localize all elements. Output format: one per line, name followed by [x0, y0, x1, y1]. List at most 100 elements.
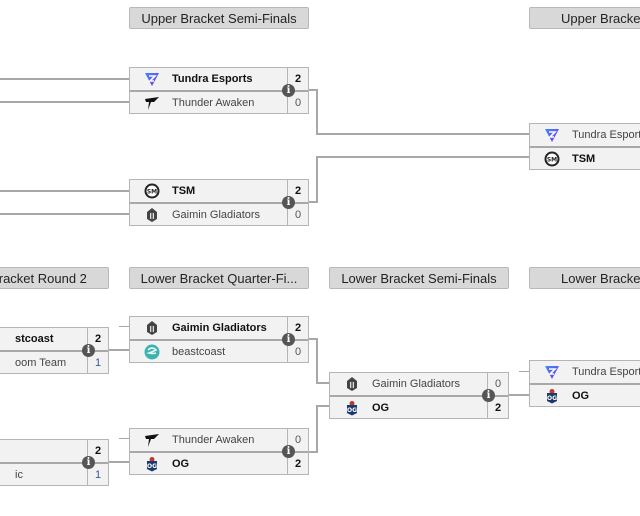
- tundra-logo-icon: [144, 71, 160, 87]
- connector-line: [0, 190, 130, 192]
- team-name: Thunder Awaken: [172, 434, 255, 446]
- round-header-ub-semis: Upper Bracket Semi-Finals: [129, 7, 309, 29]
- svg-text:OG: OG: [347, 407, 357, 414]
- gaimin-logo-icon: [344, 376, 360, 392]
- connector-line: [0, 213, 130, 215]
- team-score: 1: [87, 464, 108, 485]
- match-info-icon[interactable]: i: [482, 389, 495, 402]
- team-row[interactable]: OG OG: [530, 383, 640, 406]
- team-score: 2: [87, 440, 108, 462]
- connector-line: [316, 405, 330, 407]
- svg-text:OG: OG: [147, 463, 157, 470]
- tsm-logo-icon: SM: [544, 151, 560, 167]
- team-score: 2: [287, 180, 308, 202]
- team-name: stcoast: [15, 333, 54, 345]
- connector-line: [316, 156, 318, 203]
- team-name: OG: [172, 457, 190, 470]
- match-ub-semi-1[interactable]: Tundra Esports 2 Thunder Awaken 0 i: [129, 67, 309, 114]
- team-name: Gaimin Gladiators: [172, 322, 267, 334]
- team-name: TSM: [172, 185, 196, 197]
- team-score: 0: [287, 204, 308, 225]
- round-header-lb-round2: Lower Bracket Round 2: [0, 267, 109, 289]
- team-score: 2: [87, 328, 108, 350]
- match-lb-r2-1[interactable]: stcoast 2 oom Team 1 i: [0, 327, 109, 374]
- team-row[interactable]: Tundra Esports: [530, 361, 640, 383]
- connector-line: [316, 133, 530, 135]
- team-row[interactable]: Gaimin Gladiators 0: [330, 373, 508, 395]
- team-row[interactable]: Tundra Esports: [530, 124, 640, 146]
- team-score: 2: [287, 317, 308, 339]
- match-info-icon[interactable]: i: [82, 456, 95, 469]
- team-row[interactable]: Tundra Esports 2: [130, 68, 308, 90]
- round-header-lb-quarters: Lower Bracket Quarter-Fi...: [129, 267, 309, 289]
- tundra-logo-icon: [544, 127, 560, 143]
- team-row[interactable]: Thunder Awaken 0: [130, 90, 308, 113]
- team-score: 1: [87, 352, 108, 373]
- match-info-icon[interactable]: i: [282, 445, 295, 458]
- team-row[interactable]: Gaimin Gladiators 2: [130, 317, 308, 339]
- connector-line: [119, 438, 130, 439]
- connector-line: [488, 394, 530, 396]
- match-ub-semi-2[interactable]: SM TSM 2 Gaimin Gladiators 0 i: [129, 179, 309, 226]
- team-name: OG: [572, 389, 590, 402]
- team-row[interactable]: oom Team 1: [0, 350, 108, 373]
- team-name: Tundra Esports: [172, 73, 253, 85]
- match-lb-r2-2[interactable]: 2 ic 1 i: [0, 439, 109, 486]
- connector-line: [316, 338, 318, 384]
- team-row[interactable]: OG OG 2: [130, 451, 308, 474]
- og-logo-icon: OG: [544, 388, 560, 404]
- team-row[interactable]: ic 1: [0, 462, 108, 485]
- connector-line: [519, 371, 530, 372]
- team-name: ic: [15, 468, 23, 481]
- match-info-icon[interactable]: i: [282, 333, 295, 346]
- connector-line: [119, 326, 130, 327]
- team-row[interactable]: stcoast 2: [0, 328, 108, 350]
- thunder-awaken-logo-icon: [144, 432, 160, 448]
- gaimin-logo-icon: [144, 320, 160, 336]
- tsm-logo-icon: SM: [144, 183, 160, 199]
- match-lb-semi[interactable]: Gaimin Gladiators 0 OG OG 2 i: [329, 372, 509, 419]
- team-row[interactable]: beastcoast 0: [130, 339, 308, 362]
- match-info-icon[interactable]: i: [282, 196, 295, 209]
- svg-text:SM: SM: [547, 156, 557, 163]
- match-lb-qf-2[interactable]: Thunder Awaken 0 OG OG 2 i: [129, 428, 309, 475]
- team-name: beastcoast: [172, 345, 226, 358]
- thunder-awaken-logo-icon: [144, 95, 160, 111]
- connector-line: [316, 156, 530, 158]
- connector-line: [316, 89, 318, 135]
- team-score: 0: [287, 92, 308, 113]
- match-info-icon[interactable]: i: [82, 344, 95, 357]
- tundra-logo-icon: [544, 364, 560, 380]
- beastcoast-logo-icon: [144, 344, 160, 360]
- team-name: Tundra Esports: [572, 366, 640, 378]
- team-name: Tundra Esports: [572, 129, 640, 141]
- team-score: 0: [287, 429, 308, 451]
- round-header-lb-semis: Lower Bracket Semi-Finals: [329, 267, 509, 289]
- match-ub-final[interactable]: Tundra Esports SM TSM: [529, 123, 640, 170]
- connector-line: [88, 349, 130, 351]
- match-info-icon[interactable]: i: [282, 84, 295, 97]
- round-header-ub-final: Upper Bracket Final: [529, 7, 640, 29]
- team-row[interactable]: Gaimin Gladiators 0: [130, 202, 308, 225]
- team-row[interactable]: OG OG 2: [330, 395, 508, 418]
- connector-line: [316, 405, 318, 453]
- svg-text:SM: SM: [147, 189, 157, 196]
- team-row[interactable]: SM TSM 2: [130, 180, 308, 202]
- team-row[interactable]: SM TSM: [530, 146, 640, 169]
- match-lb-final[interactable]: Tundra Esports OG OG: [529, 360, 640, 407]
- connector-line: [316, 382, 330, 384]
- team-row[interactable]: 2: [0, 440, 108, 462]
- team-name: oom Team: [15, 356, 67, 369]
- round-header-lb-final: Lower Bracket Final: [529, 267, 640, 289]
- team-score: 0: [287, 341, 308, 362]
- gaimin-logo-icon: [144, 207, 160, 223]
- team-row[interactable]: Thunder Awaken 0: [130, 429, 308, 451]
- svg-text:OG: OG: [547, 395, 557, 402]
- match-lb-qf-1[interactable]: Gaimin Gladiators 2 beastcoast 0 i: [129, 316, 309, 363]
- og-logo-icon: OG: [144, 456, 160, 472]
- team-name: Gaimin Gladiators: [172, 208, 261, 221]
- team-score: 2: [287, 68, 308, 90]
- team-name: Gaimin Gladiators: [372, 378, 461, 390]
- og-logo-icon: OG: [344, 400, 360, 416]
- team-name: Thunder Awaken: [172, 96, 255, 109]
